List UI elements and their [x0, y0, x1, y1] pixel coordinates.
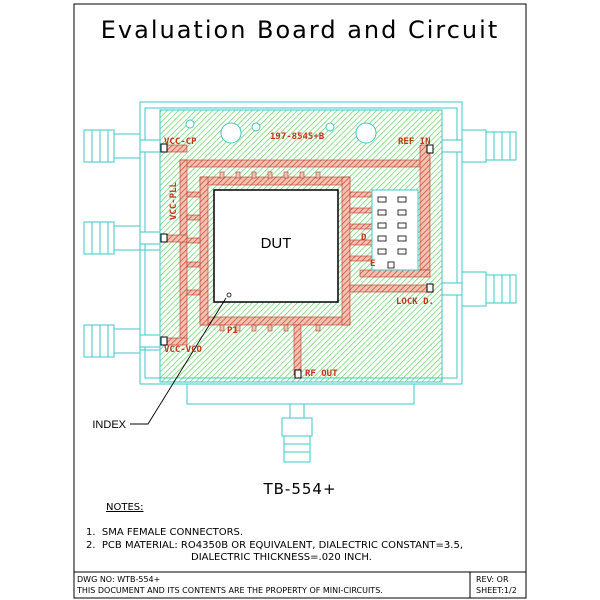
component-pads [377, 196, 407, 269]
drawing-title: Evaluation Board and Circuit [100, 16, 500, 44]
page-border [73, 3, 527, 599]
label-e: E [370, 259, 375, 269]
index-dot [226, 292, 232, 298]
label-lock-d: LOCK D. [396, 297, 434, 307]
note-1: 1. SMA FEMALE CONNECTORS. [86, 527, 244, 538]
sma-connector-right-top [441, 129, 517, 163]
label-vcc-pll: VCC-PLL [169, 181, 179, 220]
note-2-continued: DIALECTRIC THICKNESS=.020 INCH. [191, 552, 372, 563]
mounting-holes [185, 119, 377, 144]
footer-dwg-no: DWG NO: WTB-554+ [77, 575, 161, 584]
test-points [160, 143, 434, 379]
sma-connector-left-mid [83, 221, 161, 255]
label-vcc-vco: VCC-VCO [164, 345, 203, 355]
sma-connector-right-bottom [441, 271, 517, 307]
sma-connector-left-top [83, 129, 161, 163]
notes-heading: NOTES: [106, 502, 144, 513]
footer-property: THIS DOCUMENT AND ITS CONTENTS ARE THE P… [77, 586, 383, 595]
label-dut: DUT [261, 235, 292, 252]
sma-connector-bottom [281, 403, 313, 463]
footer-rev: REV: OR [476, 575, 509, 584]
component-block [371, 189, 419, 271]
footer-sheet: SHEET:1/2 [476, 586, 517, 595]
dut-body [213, 189, 339, 303]
index-leader-line [130, 297, 227, 425]
sma-connector-left-bottom [83, 324, 161, 358]
label-rf-out: RF OUT [305, 369, 338, 379]
label-index: INDEX [92, 419, 126, 431]
note-2: 2. PCB MATERIAL: RO4350B OR EQUIVALENT, … [86, 540, 464, 551]
dut-pins [219, 171, 321, 332]
label-part-number: 197-8545+B [270, 132, 325, 142]
label-vcc-cp: VCC-CP [164, 137, 197, 147]
model-label: TB-554+ [263, 480, 337, 498]
label-d: D [361, 233, 367, 243]
label-p1: P1 [227, 326, 238, 336]
label-ref-in: REF IN [398, 137, 431, 147]
